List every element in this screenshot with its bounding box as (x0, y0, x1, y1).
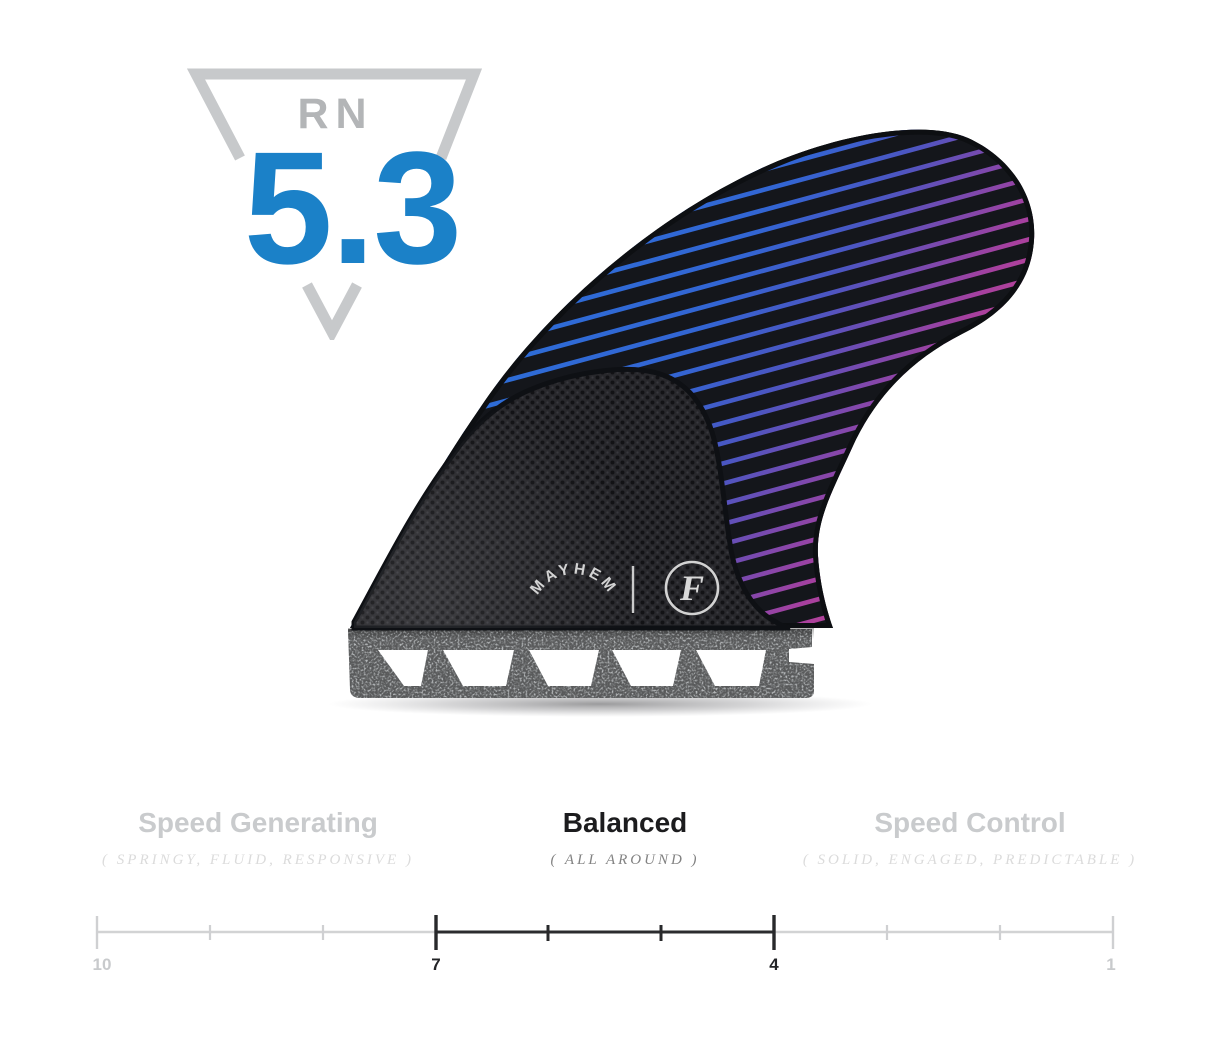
template-code-label: RN (297, 90, 374, 138)
speed-generating-subtitle: ( SPRINGY, FLUID, RESPONSIVE ) (102, 851, 414, 868)
fin-illustration: MAYHEM F (328, 129, 1035, 717)
template-triangle-mark (186, 68, 483, 340)
scale-label-1: 1 (1106, 955, 1116, 974)
scale-label-4: 4 (769, 955, 779, 974)
speed-generating-title: Speed Generating (138, 807, 378, 838)
speed-control-title: Speed Control (874, 807, 1066, 838)
rating-scale (95, 915, 1115, 950)
spectrum-column-speed-control: Speed Control ( SOLID, ENGAGED, PREDICTA… (740, 807, 1200, 869)
honeycomb-base (348, 628, 814, 698)
scale-label-7: 7 (431, 955, 441, 974)
futures-logo-f-icon: F (679, 568, 704, 608)
balanced-title: Balanced (562, 807, 688, 838)
spectrum-column-balanced: Balanced ( ALL AROUND ) (395, 807, 855, 869)
scale-label-10: 10 (92, 955, 112, 974)
triangle-outline-bottom-v (302, 282, 362, 340)
futures-logo-circle (664, 560, 720, 616)
balanced-subtitle: ( ALL AROUND ) (550, 851, 700, 868)
template-size-value: 5.3 (243, 118, 462, 297)
base-top-shade (348, 628, 814, 639)
triangle-outline-top (186, 68, 483, 161)
spectrum-column-speed-generating: Speed Generating ( SPRINGY, FLUID, RESPO… (28, 807, 488, 869)
base-speckle-texture (348, 629, 814, 698)
pinstripe (350, 129, 1035, 151)
speed-control-subtitle: ( SOLID, ENGAGED, PREDICTABLE ) (802, 851, 1138, 868)
